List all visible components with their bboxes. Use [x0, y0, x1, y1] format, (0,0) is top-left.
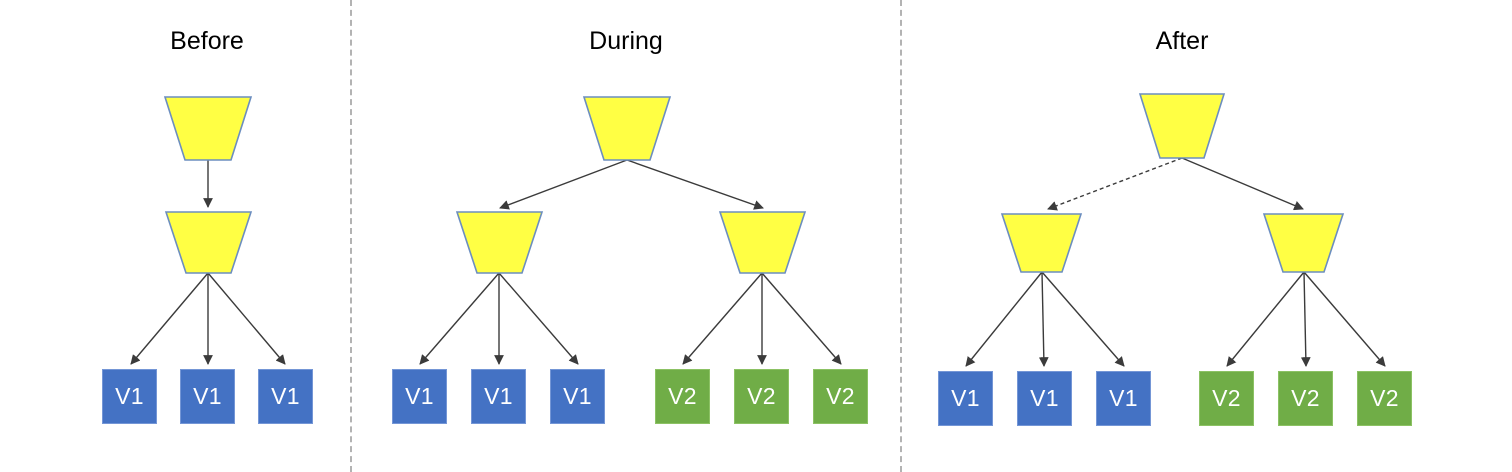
- leaf-node-during-v2-5[interactable]: V2: [813, 369, 868, 424]
- edge-before-1-solid: [130, 272, 209, 365]
- trapezoid-nodes-group: [163, 93, 1345, 274]
- leaf-node-after-v1-2[interactable]: V1: [1096, 371, 1151, 426]
- edge-after-4-solid: [1041, 271, 1125, 367]
- edge-during-1-solid: [626, 159, 764, 210]
- edge-after-3-solid: [1038, 271, 1049, 367]
- leaf-node-during-v2-3[interactable]: V2: [655, 369, 710, 424]
- leaf-node-label: V1: [563, 383, 592, 409]
- before-root-trapezoid[interactable]: [163, 96, 253, 161]
- during-right-child-trapezoid[interactable]: [718, 211, 807, 274]
- leaf-node-during-v1-1[interactable]: V1: [471, 369, 526, 424]
- edge-after-1-solid: [1181, 157, 1304, 211]
- leaf-node-label: V2: [747, 383, 776, 409]
- leaf-node-label: V1: [1030, 385, 1059, 411]
- edge-after-7-solid: [1303, 271, 1386, 367]
- leaf-node-label: V1: [951, 385, 980, 411]
- leaf-node-label: V2: [668, 383, 697, 409]
- edge-after-5-solid: [1226, 271, 1305, 367]
- leaf-node-before-v1-2[interactable]: V1: [258, 369, 313, 424]
- leaf-node-after-v2-3[interactable]: V2: [1199, 371, 1254, 426]
- leaf-node-during-v1-0[interactable]: V1: [392, 369, 447, 424]
- leaf-node-label: V2: [826, 383, 855, 409]
- during-left-child-trapezoid[interactable]: [455, 211, 544, 274]
- edges-group: [130, 157, 1386, 367]
- leaf-node-during-v2-4[interactable]: V2: [734, 369, 789, 424]
- leaf-node-label: V1: [405, 383, 434, 409]
- panel-title-during: During: [589, 27, 663, 55]
- leaf-node-after-v2-4[interactable]: V2: [1278, 371, 1333, 426]
- divider-during-after: [900, 0, 902, 472]
- leaf-node-label: V1: [1109, 385, 1138, 411]
- leaf-node-before-v1-0[interactable]: V1: [102, 369, 157, 424]
- divider-before-during: [350, 0, 352, 472]
- after-root-trapezoid[interactable]: [1138, 93, 1226, 159]
- leaf-node-label: V1: [484, 383, 513, 409]
- edge-after-0-dashed: [1047, 157, 1183, 211]
- edge-during-7-solid: [761, 272, 842, 365]
- leaf-node-label: V1: [271, 383, 300, 409]
- edge-during-2-solid: [419, 272, 500, 365]
- leaf-node-label: V2: [1291, 385, 1320, 411]
- edge-during-4-solid: [498, 272, 579, 365]
- panel-title-before: Before: [170, 27, 244, 55]
- edge-during-0-solid: [499, 159, 628, 210]
- leaf-node-after-v2-5[interactable]: V2: [1357, 371, 1412, 426]
- leaf-node-after-v1-0[interactable]: V1: [938, 371, 993, 426]
- after-left-child-trapezoid[interactable]: [1000, 213, 1083, 273]
- leaf-node-before-v1-1[interactable]: V1: [180, 369, 235, 424]
- leaf-node-label: V1: [193, 383, 222, 409]
- leaf-node-after-v1-1[interactable]: V1: [1017, 371, 1072, 426]
- edge-during-5-solid: [682, 272, 763, 365]
- during-root-trapezoid[interactable]: [582, 96, 672, 161]
- edge-before-3-solid: [207, 272, 286, 365]
- before-mid-trapezoid[interactable]: [164, 211, 253, 274]
- edge-after-6-solid: [1300, 271, 1311, 367]
- panel-title-after: After: [1155, 27, 1209, 55]
- leaf-node-during-v1-2[interactable]: V1: [550, 369, 605, 424]
- leaf-node-label: V2: [1212, 385, 1241, 411]
- after-right-child-trapezoid[interactable]: [1262, 213, 1345, 273]
- leaf-node-label: V2: [1370, 385, 1399, 411]
- edge-after-2-solid: [965, 271, 1043, 367]
- leaf-node-label: V1: [115, 383, 144, 409]
